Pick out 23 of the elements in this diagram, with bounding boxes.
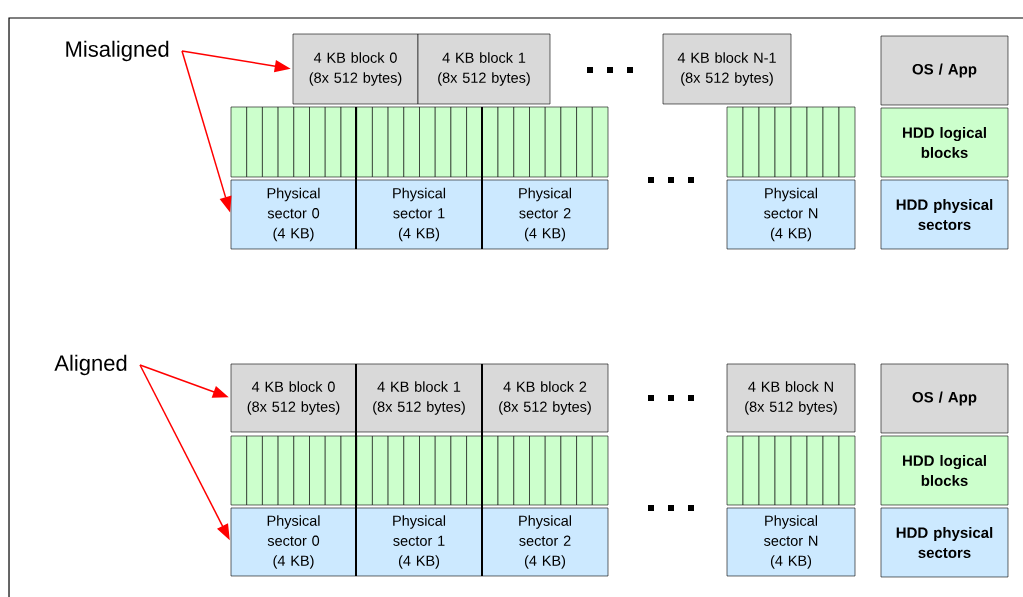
block-box: 4 KB block 2 (8x 512 bytes) (481, 363, 609, 433)
block-box: 4 KB block 1 (8x 512 bytes) (417, 33, 551, 105)
sector-box: Physical sector N (4 KB) (726, 507, 856, 577)
sector-box: Physical sector 1 (4 KB) (355, 179, 483, 250)
legend-box: OS / App (880, 35, 1009, 106)
block-box: 4 KB block N (8x 512 bytes) (726, 363, 856, 433)
legend-box: HDD physical sectors (880, 507, 1009, 578)
block-box: 4 KB block 0 (8x 512 bytes) (230, 363, 357, 433)
sector-box: Physical sector 0 (4 KB) (230, 179, 357, 250)
legend-box: HDD logical blocks (880, 435, 1009, 506)
sector-box: Physical sector 2 (4 KB) (481, 179, 609, 250)
block-box: 4 KB block 0 (8x 512 bytes) (292, 33, 419, 105)
legend-box: HDD physical sectors (880, 179, 1009, 250)
title-label: Aligned (54, 354, 127, 376)
block-box: 4 KB block 1 (8x 512 bytes) (355, 363, 483, 433)
sector-box: Physical sector 0 (4 KB) (230, 507, 357, 577)
legend-box: OS / App (880, 363, 1009, 434)
legend-box: HDD logical blocks (880, 107, 1009, 178)
sector-box: Physical sector 2 (4 KB) (481, 507, 609, 577)
title-label: Misaligned (66, 40, 169, 62)
sector-box: Physical sector 1 (4 KB) (355, 507, 483, 577)
sector-box: Physical sector N (4 KB) (726, 179, 856, 250)
block-box: 4 KB block N-1 (8x 512 bytes) (662, 33, 792, 105)
